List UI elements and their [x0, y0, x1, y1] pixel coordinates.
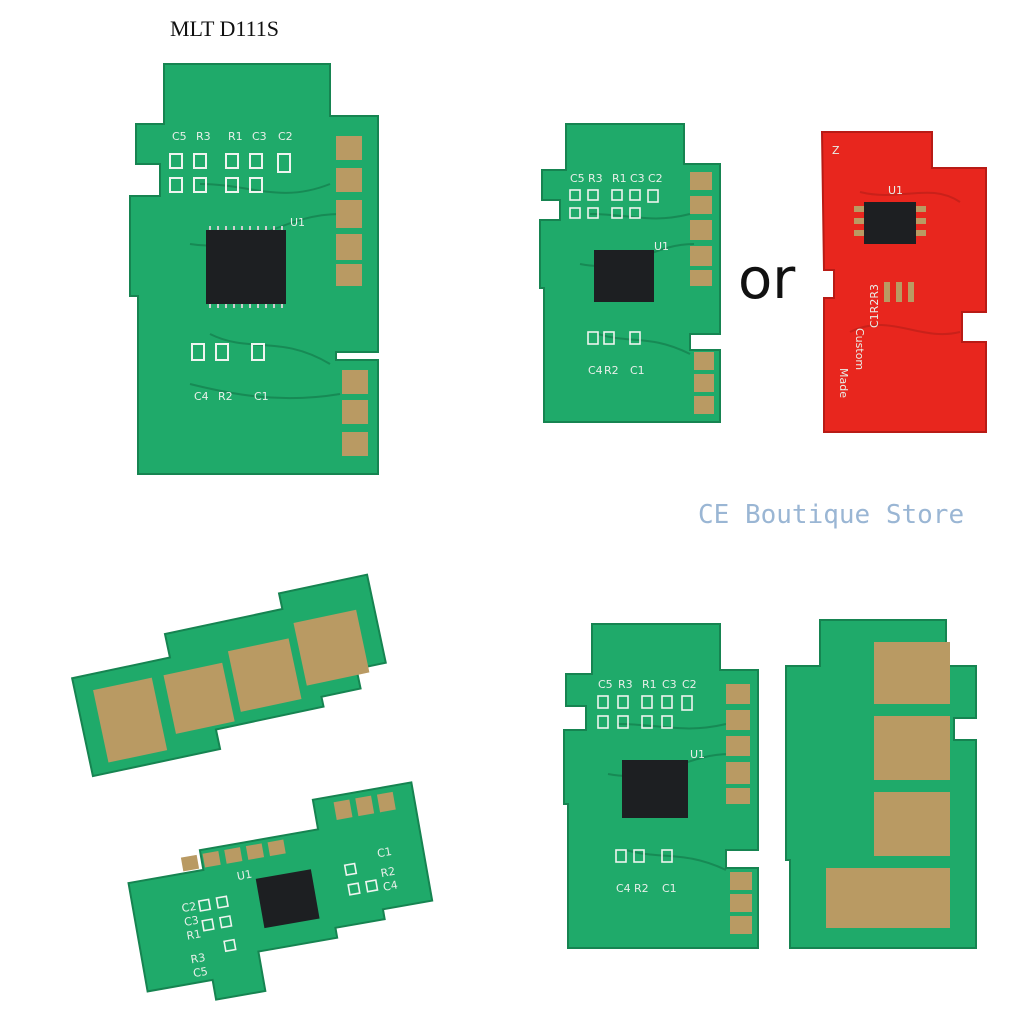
label-c3: C3 [252, 130, 267, 143]
label-c1: C1 [662, 882, 677, 895]
label-r3: R3 [196, 130, 211, 143]
contact-pad [342, 400, 368, 424]
label-u1: U1 [236, 868, 253, 883]
label-u1: U1 [290, 216, 305, 229]
small-chip-image: C5 R3 R1 C3 C2 U1 C4 R2 C1 [539, 123, 721, 423]
label-c3: C3 [662, 678, 677, 691]
tilted-front-chip-image: U1 C2 C3 R1 R3 C5 C1 R2 C4 [127, 781, 434, 1001]
ic-chip [864, 202, 916, 244]
product-title: MLT D111S [170, 16, 280, 41]
label-r1: R1 [612, 172, 627, 185]
store-watermark: CE Boutique Store [698, 500, 965, 530]
label-c1: C1 [630, 364, 645, 377]
contact-pad [874, 792, 950, 856]
label-r3: R3 [588, 172, 603, 185]
contact-pad [336, 234, 362, 260]
or-text: or [738, 247, 796, 312]
label-c5: C5 [570, 172, 585, 185]
label-c4: C4 [194, 390, 209, 403]
pair-back-chip-image [785, 619, 977, 949]
label-r3: R3 [618, 678, 633, 691]
label-c4: C4 [616, 882, 631, 895]
tilted-back-chip-image [70, 573, 387, 778]
contact-pad [342, 370, 368, 394]
label-r3: R3 [190, 951, 207, 966]
label-r2: R2 [218, 390, 233, 403]
label-made: Made [837, 368, 850, 398]
red-chip-image: Z U1 C1R2R3 Custom Made [820, 131, 987, 433]
label-r2: R2 [634, 882, 649, 895]
label-u1: U1 [690, 748, 705, 761]
label-c2: C2 [278, 130, 293, 143]
contact-pad [336, 168, 362, 192]
label-c5: C5 [192, 965, 209, 980]
label-c2: C2 [648, 172, 663, 185]
contact-pad [874, 716, 950, 780]
main-chip-image: C5 R3 R1 C3 C2 U1 C4 R2 C1 [129, 63, 379, 475]
label-c5: C5 [172, 130, 187, 143]
label-c2: C2 [682, 678, 697, 691]
label-c4: C4 [382, 878, 399, 893]
label-c3: C3 [630, 172, 645, 185]
label-c3: C3 [183, 914, 200, 929]
label-custom: Custom [853, 328, 866, 370]
pair-front-chip-image: C5 R3 R1 C3 C2 U1 C4 R2 C1 [563, 623, 759, 949]
label-c2: C2 [181, 900, 198, 915]
label-r2: R2 [380, 865, 397, 880]
label-c4: C4 [588, 364, 603, 377]
contact-pad [826, 868, 950, 928]
label-r1: R1 [228, 130, 243, 143]
label-c1r2r3: C1R2R3 [868, 284, 881, 328]
label-r1: R1 [642, 678, 657, 691]
contact-pad [336, 136, 362, 160]
label-c1: C1 [376, 845, 393, 860]
label-u1: U1 [654, 240, 669, 253]
label-u1: U1 [888, 184, 903, 197]
label-c1: C1 [254, 390, 269, 403]
contact-pad [336, 200, 362, 228]
label-z: Z [832, 144, 840, 157]
label-c5: C5 [598, 678, 613, 691]
label-r1: R1 [186, 927, 203, 942]
ic-chip [206, 230, 286, 304]
label-r2: R2 [604, 364, 619, 377]
contact-pad [342, 432, 368, 456]
contact-pad [874, 642, 950, 704]
contact-pad [336, 264, 362, 286]
